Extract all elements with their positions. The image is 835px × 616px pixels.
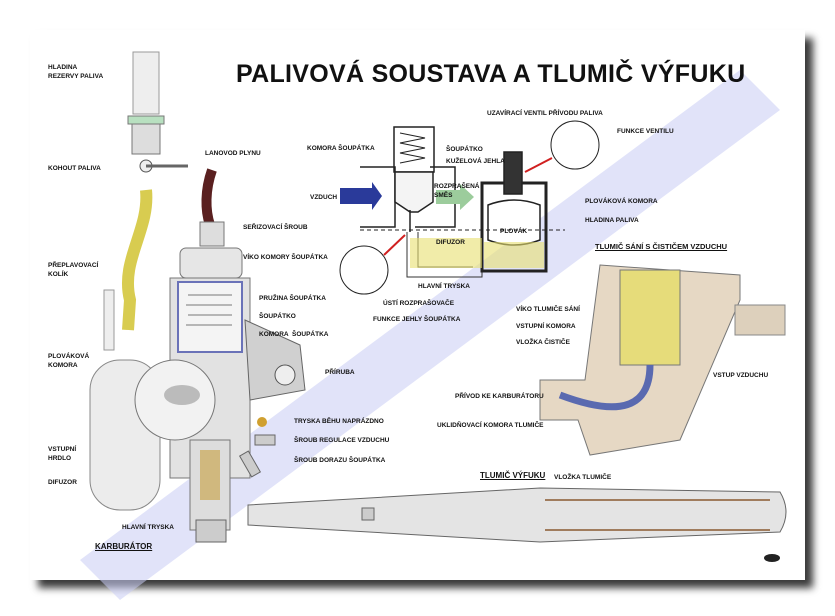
label-adjusting-screw: SEŘIZOVACÍ ŠROUB xyxy=(243,224,308,231)
label-silencer-insert: VLOŽKA TLUMIČE xyxy=(554,474,612,481)
intake-silencer-illustration xyxy=(539,264,786,456)
label-calming-chamber: UKLIDŇOVACÍ KOMORA TLUMIČE xyxy=(437,422,544,429)
label-diffuser: DIFUZOR xyxy=(436,239,465,246)
exhaust-silencer-illustration xyxy=(247,487,787,562)
label-fuel-level: HLADINA PALIVA xyxy=(585,217,639,224)
label-tickler: PŘEPLAVOVACÍ KOLÍK xyxy=(48,262,99,278)
red-arrow-icon xyxy=(383,234,406,256)
label-inlet: VSTUPNÍ HRDLO xyxy=(48,446,77,462)
label-main-jet: HLAVNÍ TRYSKA xyxy=(122,524,174,531)
fuel-fill xyxy=(410,238,482,268)
carburetor-schematic xyxy=(339,120,600,295)
label-float: PLOVÁK xyxy=(500,228,528,235)
label-atomizer-mouth: ÚSTÍ ROZPRAŠOVAČE xyxy=(383,300,455,307)
label-flange: PŘÍRUBA xyxy=(325,369,355,376)
label-slide: ŠOUPÁTKO xyxy=(446,146,483,153)
label-intake-cover: VÍKO TLUMIČE SÁNÍ xyxy=(516,306,580,313)
label-filter-element: VLOŽKA ČISTIČE xyxy=(516,339,570,346)
intake-heading: TLUMIČ SÁNÍ S ČISTIČEM VZDUCHU xyxy=(595,242,728,251)
label-main-jet: HLAVNÍ TRYSKA xyxy=(418,283,470,290)
label-float-chamber: PLOVÁKOVÁ KOMORA xyxy=(48,353,90,369)
carburetor-illustration xyxy=(89,51,306,543)
label-idle-jet: TRYSKA BĚHU NAPRÁZDNO xyxy=(294,418,384,425)
label-diffuser: DIFUZOR xyxy=(48,479,77,486)
label-throttle-cable: LANOVOD PLYNU xyxy=(205,150,261,157)
label-valve-function: FUNKCE VENTILU xyxy=(617,128,674,135)
red-arrow-icon xyxy=(524,157,553,173)
label-fuel-reserve-level: HLADINA REZERVY PALIVA xyxy=(48,64,104,80)
label-air: VZDUCH xyxy=(310,194,338,201)
carburetor-heading: KARBURÁTOR xyxy=(95,542,153,551)
label-slide-chamber: KOMORA ŠOUPÁTKA xyxy=(259,331,329,338)
label-slide-chamber-cap: VÍKO KOMORY ŠOUPÁTKA xyxy=(243,254,328,261)
air-arrow-icon xyxy=(340,182,382,210)
label-fuel-tap: KOHOUT PALIVA xyxy=(48,165,101,172)
float-chamber-fuel xyxy=(484,242,544,268)
label-air-inlet: VSTUP VZDUCHU xyxy=(713,372,769,379)
page-title: PALIVOVÁ SOUSTAVA A TLUMIČ VÝFUKU xyxy=(236,60,746,88)
label-to-carburetor: PŘÍVOD KE KARBURÁTORU xyxy=(455,393,544,400)
label-slide-chamber: KOMORA ŠOUPÁTKA xyxy=(307,145,375,152)
exhaust-heading: TLUMIČ VÝFUKU xyxy=(480,471,546,480)
label-needle: KUŽELOVÁ JEHLA xyxy=(446,158,505,165)
label-slide: ŠOUPÁTKO xyxy=(259,313,296,320)
label-air-screw: ŠROUB REGULACE VZDUCHU xyxy=(294,437,390,444)
mixture-arrow-icon xyxy=(436,184,474,210)
label-slide-stop-screw: ŠROUB DORAZU ŠOUPÁTKA xyxy=(294,457,386,464)
logo-icon xyxy=(764,554,780,562)
label-mixture: ROZPRAŠENÁ SMĚS xyxy=(434,183,480,199)
label-slide-spring: PRUŽINA ŠOUPÁTKA xyxy=(259,295,326,302)
label-float-chamber: PLOVÁKOVÁ KOMORA xyxy=(585,198,658,205)
label-needle-function: FUNKCE JEHLY ŠOUPÁTKA xyxy=(373,316,461,323)
label-inlet-chamber: VSTUPNÍ KOMORA xyxy=(516,323,576,330)
label-fuel-shutoff-valve: UZAVÍRACÍ VENTIL PŘÍVODU PALIVA xyxy=(487,110,603,117)
